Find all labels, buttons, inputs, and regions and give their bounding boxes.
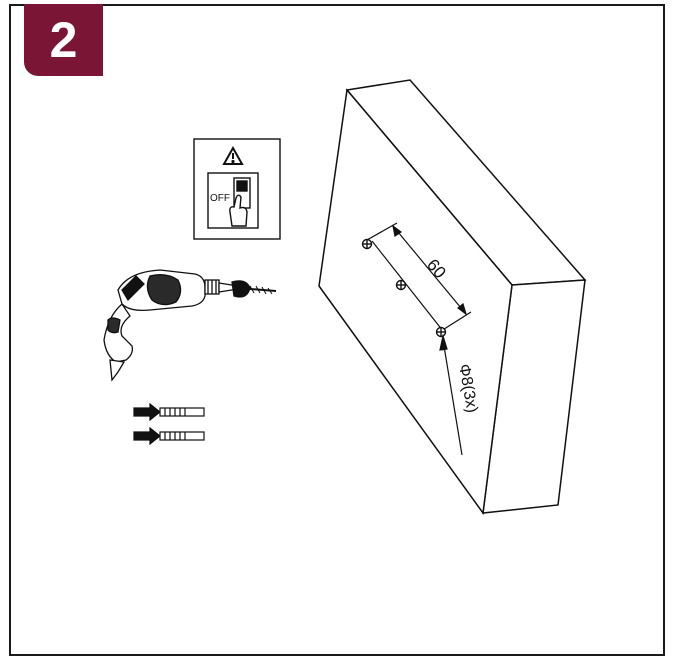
warning-triangle-icon bbox=[222, 145, 244, 165]
wall-anchor-icon bbox=[133, 402, 205, 422]
wall-block bbox=[318, 79, 587, 515]
switch-off-panel bbox=[193, 138, 281, 240]
switch-box bbox=[207, 172, 259, 229]
hole-diameter-leader bbox=[439, 333, 463, 456]
switch-panel-border bbox=[193, 138, 281, 240]
power-drill-icon bbox=[103, 269, 277, 382]
off-label: OFF bbox=[210, 193, 230, 204]
drill-hole-marker bbox=[395, 279, 407, 291]
spacing-dimension bbox=[366, 222, 472, 332]
drill-hole-marker bbox=[435, 326, 447, 338]
wall-anchor-icon bbox=[133, 426, 205, 446]
drill-hole-marker bbox=[361, 238, 373, 250]
switch-toggle bbox=[236, 180, 248, 192]
pointing-hand-icon bbox=[229, 194, 248, 227]
step-number-badge: 2 bbox=[24, 4, 103, 76]
wall-front-face bbox=[318, 88, 513, 515]
instruction-frame bbox=[9, 4, 665, 656]
